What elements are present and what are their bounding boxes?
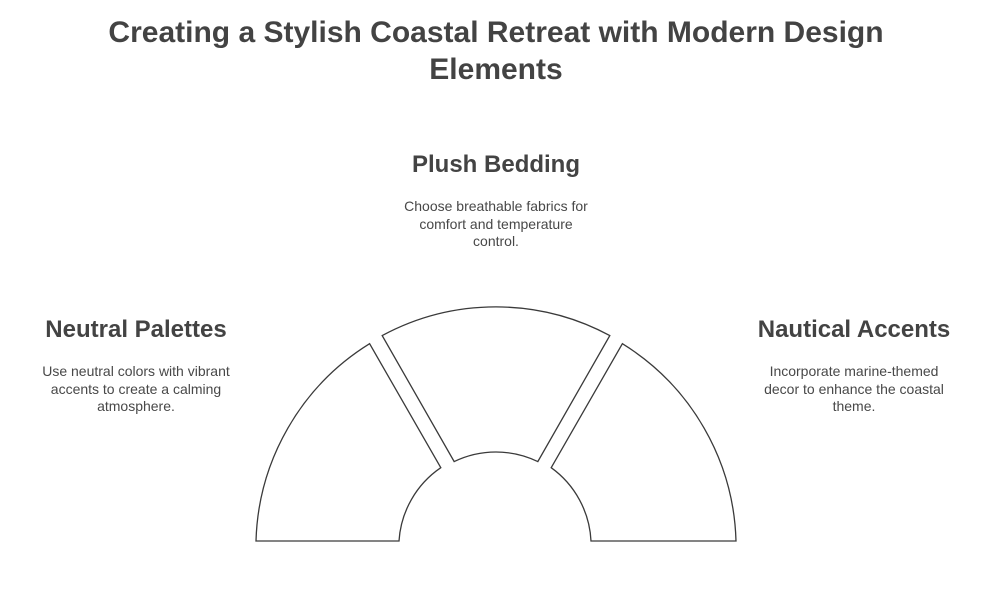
block-plush-bedding: Plush Bedding Choose breathable fabrics … (366, 150, 626, 251)
segment-right (550, 342, 737, 542)
segment-top (381, 306, 611, 463)
block-description: Incorporate marine-themed decor to enhan… (764, 363, 944, 414)
block-title: Neutral Palettes (45, 316, 227, 343)
diagram-title: Creating a Stylish Coastal Retreat with … (108, 16, 884, 86)
block-nautical-accents: Nautical Accents Incorporate marine-them… (740, 315, 968, 416)
block-description: Choose breathable fabrics for comfort an… (404, 198, 588, 249)
block-title: Nautical Accents (757, 316, 951, 343)
block-neutral-palettes: Neutral Palettes Use neutral colors with… (16, 315, 256, 416)
segment-left (255, 342, 442, 542)
block-title: Plush Bedding (412, 151, 580, 178)
block-description: Use neutral colors with vibrant accents … (42, 363, 230, 414)
